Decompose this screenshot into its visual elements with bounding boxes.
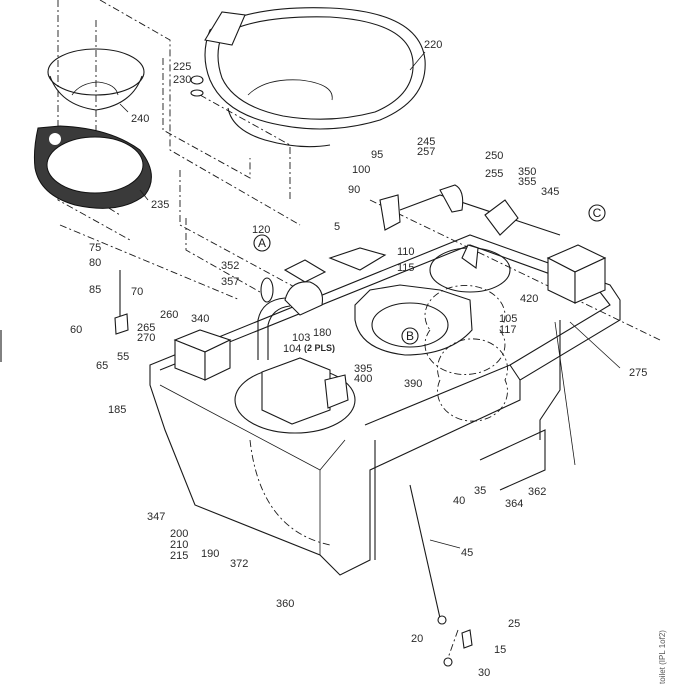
callout-110: 110 <box>397 246 415 258</box>
part-pump <box>234 297 356 434</box>
callout-260: 260 <box>160 309 178 321</box>
callout-265: 265 <box>137 322 155 334</box>
callout-20: 20 <box>411 633 423 645</box>
callout-5: 5 <box>334 221 340 233</box>
detail-marker-b-label: B <box>406 329 414 343</box>
callout-352: 352 <box>221 260 239 272</box>
callout-364: 364 <box>505 498 523 510</box>
callout-220: 220 <box>424 39 442 51</box>
callout-225: 225 <box>173 61 191 73</box>
callout-117: 117 <box>499 324 517 336</box>
callout-180: 180 <box>313 327 331 339</box>
callout-15: 15 <box>494 644 506 656</box>
detail-marker-a[interactable]: A <box>253 234 271 252</box>
part-rod-45 <box>409 484 473 667</box>
callout-103: 103 <box>292 332 310 344</box>
callout-347: 347 <box>147 511 165 523</box>
callout-60: 60 <box>70 324 82 336</box>
part-service-lid <box>429 244 511 293</box>
callout-185: 185 <box>108 404 126 416</box>
callout-372: 372 <box>230 558 248 570</box>
detail-marker-c[interactable]: C <box>588 204 606 222</box>
callout-240: 240 <box>131 113 149 125</box>
part-valve-head <box>260 259 327 316</box>
callout-120: 120 <box>252 224 270 236</box>
callout-235: 235 <box>151 199 169 211</box>
callout-350: 350 <box>518 166 536 178</box>
callout-360: 360 <box>276 598 294 610</box>
callout-40: 40 <box>453 495 465 507</box>
callout-362: 362 <box>528 486 546 498</box>
detail-marker-a-label: A <box>258 236 266 250</box>
callout-70: 70 <box>131 286 143 298</box>
callout-190: 190 <box>201 548 219 560</box>
callout-345: 345 <box>541 186 559 198</box>
part-tank <box>149 234 621 576</box>
part-cone <box>47 48 145 111</box>
callout-420: 420 <box>520 293 538 305</box>
part-gasket <box>33 125 152 209</box>
callout-340: 340 <box>191 313 209 325</box>
callout-400: 400 <box>354 373 372 385</box>
leader-lines <box>119 51 621 549</box>
detail-marker-b[interactable]: B <box>401 327 419 345</box>
callout-395: 395 <box>354 363 372 375</box>
side-caption: toilet (IPL 1of2) <box>658 630 667 684</box>
callout-115: 115 <box>397 262 415 274</box>
part-flange-plate <box>328 247 387 271</box>
callout-355: 355 <box>518 176 536 188</box>
callout-104: 104 <box>283 343 301 355</box>
callout-55: 55 <box>117 351 129 363</box>
callout-25: 25 <box>508 618 520 630</box>
part-nut-washer <box>190 75 204 97</box>
callout-245: 245 <box>417 136 435 148</box>
callout-100: 100 <box>352 164 370 176</box>
callout-80: 80 <box>89 257 101 269</box>
part-brackets <box>379 184 561 236</box>
callout-95: 95 <box>371 149 383 161</box>
callout-90: 90 <box>348 184 360 196</box>
part-inlet-flange <box>354 284 473 356</box>
callout-255: 255 <box>485 168 503 180</box>
callout-2-pls: (2 PLS) <box>304 343 335 353</box>
callout-105: 105 <box>499 313 517 325</box>
part-box-260 <box>173 329 232 381</box>
callout-30: 30 <box>478 667 490 679</box>
callout-270: 270 <box>137 332 155 344</box>
callout-275: 275 <box>629 367 647 379</box>
callout-labels: 220 225 230 240 235 5 120 95 100 90 245 … <box>70 39 647 679</box>
callout-390: 390 <box>404 378 422 390</box>
part-control-box <box>546 244 607 466</box>
callout-65: 65 <box>96 360 108 372</box>
callout-357: 357 <box>221 276 239 288</box>
callout-75: 75 <box>89 242 101 254</box>
part-rod-85 <box>114 270 129 335</box>
callout-210: 210 <box>170 539 188 551</box>
callout-35: 35 <box>474 485 486 497</box>
callout-200: 200 <box>170 528 188 540</box>
callout-85: 85 <box>89 284 101 296</box>
callout-230: 230 <box>173 74 191 86</box>
callout-215: 215 <box>170 550 188 562</box>
part-bowl <box>204 7 426 148</box>
callout-45: 45 <box>461 547 473 559</box>
detail-marker-c-label: C <box>593 206 602 220</box>
callout-250: 250 <box>485 150 503 162</box>
callout-257: 257 <box>417 146 435 158</box>
